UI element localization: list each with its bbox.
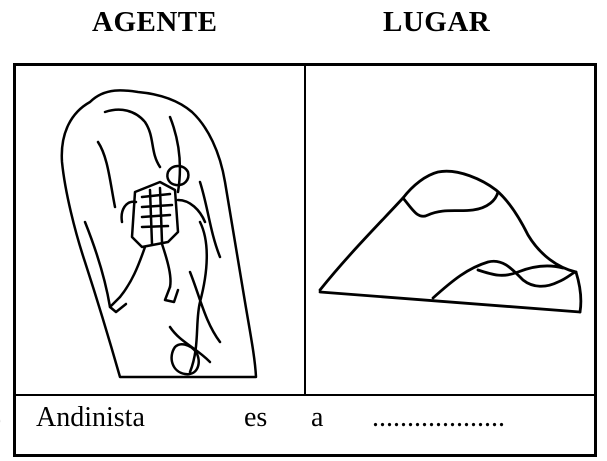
header-lugar: LUGAR (383, 6, 491, 38)
sentence-word-andinista: Andinista (36, 402, 145, 433)
sentence-word-a: a (311, 402, 324, 433)
horizontal-divider (13, 394, 597, 396)
mountain-drawing (318, 169, 583, 314)
answer-blank[interactable]: ................... (372, 402, 505, 433)
sentence-word-es: es (244, 402, 268, 433)
vertical-divider (304, 63, 306, 395)
edge-mark: ) (0, 404, 1, 436)
climber-on-rock-drawing (60, 89, 258, 379)
header-agente: AGENTE (92, 6, 218, 38)
